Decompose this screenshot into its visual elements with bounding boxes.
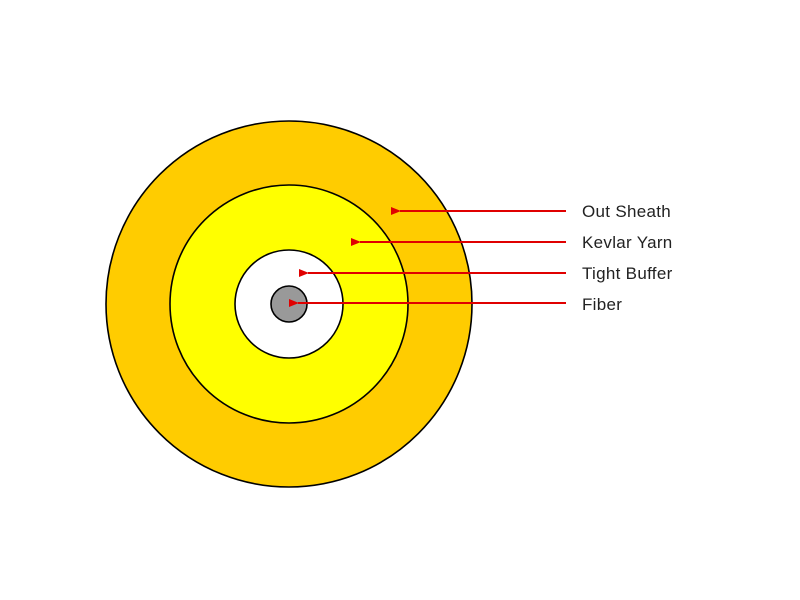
fiber-label: Fiber (582, 295, 622, 314)
tight-buffer-label: Tight Buffer (582, 264, 673, 283)
kevlar-yarn-label: Kevlar Yarn (582, 233, 673, 252)
out-sheath-label: Out Sheath (582, 202, 671, 221)
